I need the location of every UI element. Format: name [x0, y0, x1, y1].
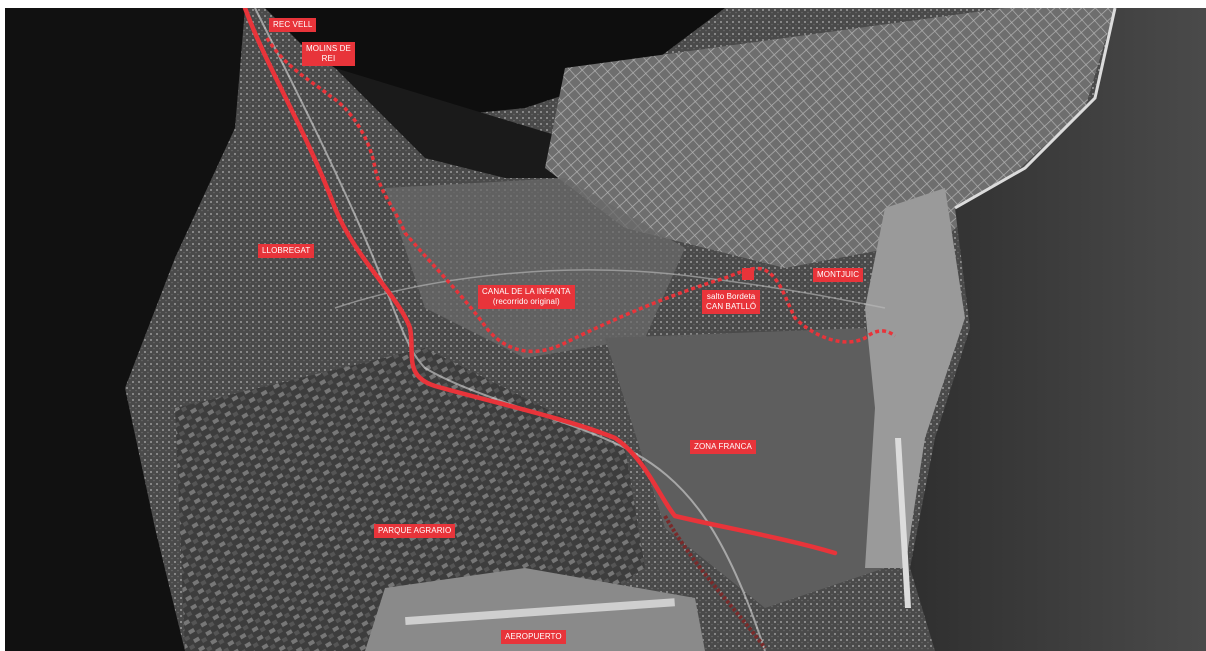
label-canal-line2: (recorrido original): [492, 297, 560, 306]
label-molins-line1: MOLINS DE: [306, 44, 351, 53]
label-montjuic: MONTJUIC: [813, 268, 864, 282]
coastline: [954, 8, 1117, 210]
label-zona-franca-text: ZONA FRANCA: [694, 442, 752, 451]
collserola-hills: [5, 8, 245, 651]
label-parque-agrario: PARQUE AGRARIO: [374, 524, 456, 538]
satellite-map[interactable]: REC VELL MOLINS DE REI LLOBREGAT CANAL D…: [5, 8, 1206, 651]
label-rec-vell-text: REC VELL: [273, 20, 313, 29]
airport-runway: [405, 598, 675, 626]
label-molins-de-rei: MOLINS DE REI: [302, 42, 355, 66]
label-rec-vell: REC VELL: [269, 18, 317, 32]
sea: [910, 8, 1206, 651]
label-canal-line1: CANAL DE LA INFANTA: [482, 287, 571, 296]
label-montjuic-text: MONTJUIC: [817, 270, 860, 279]
highway: [334, 269, 886, 309]
river-route: [242, 8, 838, 556]
map-canvas: [5, 8, 1206, 651]
label-llobregat: LLOBREGAT: [258, 244, 315, 258]
breakwater: [895, 438, 911, 608]
port-area: [865, 188, 965, 568]
label-can-batllo: salto Bordeta CAN BATLLÓ: [702, 290, 761, 314]
label-aeropuerto: AEROPUERTO: [501, 630, 566, 644]
label-salto-line2: CAN BATLLÓ: [706, 302, 757, 311]
mountain-ridge: [335, 68, 605, 178]
label-aeropuerto-text: AEROPUERTO: [505, 632, 562, 641]
label-canal-de-la-infanta: CANAL DE LA INFANTA (recorrido original): [478, 285, 575, 309]
label-llobregat-text: LLOBREGAT: [262, 246, 311, 255]
label-zona-franca: ZONA FRANCA: [690, 440, 756, 454]
label-molins-line2: REI: [321, 54, 336, 63]
label-parque-agrario-text: PARQUE AGRARIO: [378, 526, 452, 535]
label-salto-line1: salto Bordeta: [706, 292, 756, 301]
city-west: [385, 178, 685, 358]
rail-line: [663, 515, 767, 650]
can-batllo-marker: [742, 268, 754, 280]
llobregat-river: [254, 8, 766, 651]
